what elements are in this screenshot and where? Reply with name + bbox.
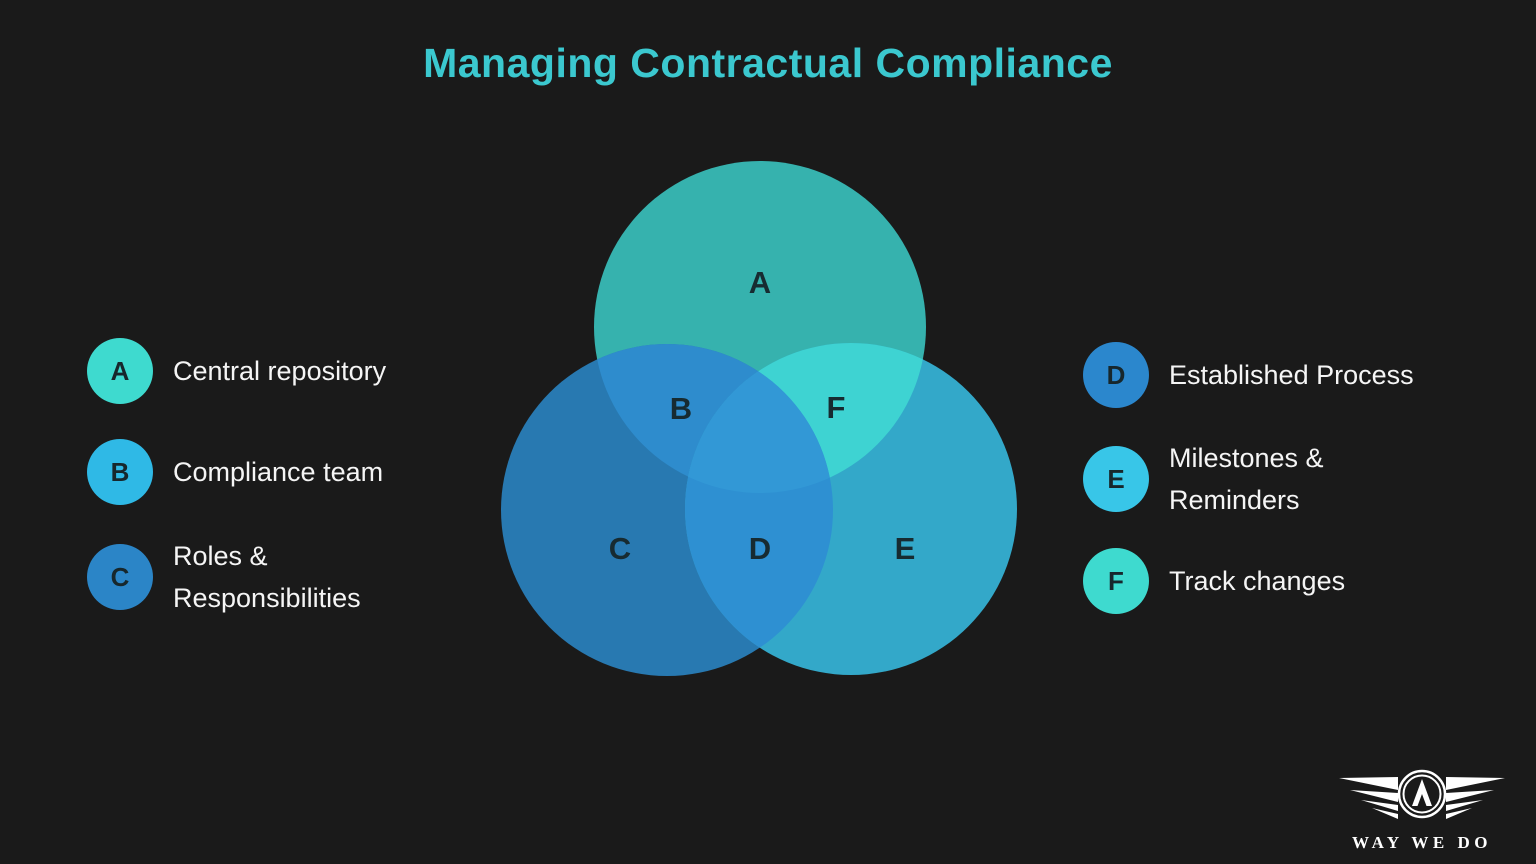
legend-label-e: Milestones & Reminders: [1169, 443, 1324, 515]
brand-name: WAY WE DO: [1351, 833, 1492, 852]
legend-badge-letter-f: F: [1108, 565, 1124, 596]
legend-badge-letter-a: A: [110, 355, 130, 386]
venn-overlap-ae: [685, 343, 926, 493]
legend-label-c: Roles & Responsibilities: [173, 541, 361, 613]
legend-badge-letter-b: B: [110, 456, 130, 487]
legend-item-e: E Milestones & Reminders: [1083, 437, 1324, 521]
legend-badge-c: C: [87, 544, 153, 610]
legend-badge-a: A: [87, 338, 153, 404]
venn-overlap-ac: [594, 344, 833, 493]
legend-badge-b: B: [87, 439, 153, 505]
legend-label-d: Established Process: [1169, 360, 1414, 390]
venn-label-a: A: [749, 265, 771, 300]
legend-badge-f: F: [1083, 548, 1149, 614]
legend-item-f: F Track changes: [1083, 548, 1345, 614]
legend-label-a: Central repository: [173, 356, 387, 386]
legend-badge-letter-c: C: [110, 561, 130, 592]
legend-item-c: C Roles & Responsibilities: [87, 535, 361, 619]
legend-badge-letter-d: D: [1106, 359, 1126, 390]
legend-item-b: B Compliance team: [87, 439, 383, 505]
legend-badge-d: D: [1083, 342, 1149, 408]
legend-label-f: Track changes: [1169, 566, 1346, 596]
legend-item-a: A Central repository: [87, 338, 386, 404]
venn-diagram: A B F C D E: [495, 155, 1025, 685]
legend-label-b: Compliance team: [173, 457, 384, 487]
wings-logo-icon: [1339, 769, 1505, 819]
page-title: Managing Contractual Compliance: [423, 40, 1113, 86]
legend-item-d: D Established Process: [1083, 342, 1414, 408]
venn-label-f: F: [827, 390, 846, 425]
venn-label-e: E: [895, 531, 916, 566]
venn-label-d: D: [749, 531, 771, 566]
legend-badge-e: E: [1083, 446, 1149, 512]
brand-logo: WAY WE DO: [1334, 764, 1510, 853]
venn-label-c: C: [609, 531, 631, 566]
venn-svg: A B F C D E: [501, 161, 1017, 676]
venn-label-b: B: [670, 391, 692, 426]
legend-badge-letter-e: E: [1107, 463, 1125, 494]
